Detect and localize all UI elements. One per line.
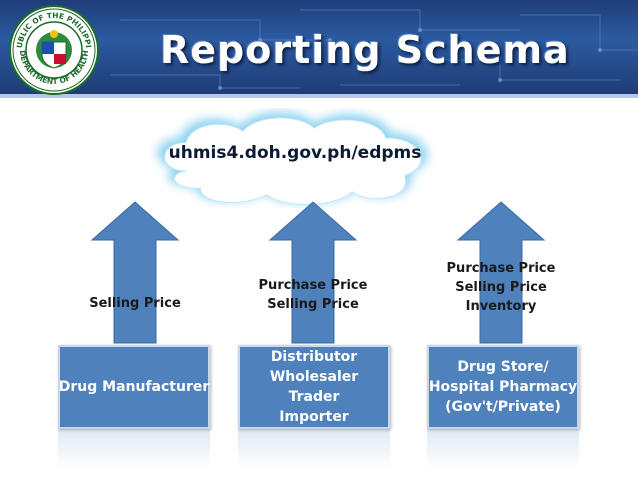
box-reflection-2 <box>238 429 390 469</box>
label-line: Purchase Price <box>446 261 556 276</box>
box-line: Hospital Pharmacy <box>428 379 578 395</box>
box-drug-store: Drug Store/ Hospital Pharmacy (Gov't/Pri… <box>427 345 579 429</box>
upward-arrow-2 <box>268 201 358 344</box>
header-banner <box>0 0 638 98</box>
box-drug-manufacturer: Drug Manufacturer <box>58 345 210 429</box>
box-line: Drug Manufacturer <box>58 379 210 395</box>
arrow-label-1: Selling Price <box>85 294 185 313</box>
box-line: (Gov't/Private) <box>445 399 561 415</box>
cloud-shape <box>157 112 428 205</box>
box-line: Distributor <box>270 349 358 365</box>
label-line: Selling Price <box>455 280 547 295</box>
upward-arrow-1 <box>90 201 180 344</box>
circuit-pattern-decoration <box>110 9 638 90</box>
box-reflection-1 <box>58 429 210 469</box>
label-line: Selling Price <box>89 296 181 311</box>
arrow-label-2: Purchase Price Selling Price <box>253 276 373 314</box>
cloud-url-label: uhmis4.doh.gov.ph/edpms <box>168 143 422 163</box>
page-title: Reporting Schema <box>160 28 570 72</box>
upward-arrow-3 <box>456 201 546 344</box>
label-line: Inventory <box>465 299 537 314</box>
label-line: Purchase Price <box>258 278 368 293</box>
arrow-label-3: Purchase Price Selling Price Inventory <box>441 259 561 316</box>
box-reflection-3 <box>427 429 579 469</box>
box-line: Importer <box>279 409 349 425</box>
box-distributor: Distributor Wholesaler Trader Importer <box>238 345 390 429</box>
banner-underline <box>0 94 638 98</box>
box-line: Drug Store/ <box>457 359 549 375</box>
label-line: Selling Price <box>267 297 359 312</box>
box-line: Trader <box>288 389 340 405</box>
box-line: Wholesaler <box>269 369 359 385</box>
doh-seal-logo: REPUBLIC OF THE PHILIPPINES DEPARTMENT O… <box>8 4 99 95</box>
